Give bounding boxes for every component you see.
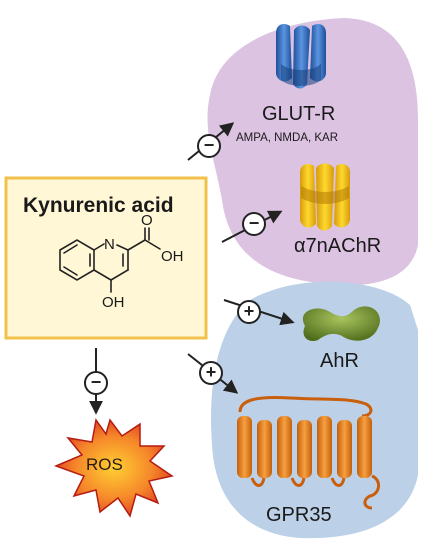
ros-inhibition-sign: −: [84, 371, 108, 395]
ahr-label: AhR: [320, 350, 359, 372]
ros-burst-icon: [53, 418, 174, 518]
gpr35-receptor-icon: [237, 396, 380, 510]
nicotinic-receptor-icon: [300, 163, 350, 231]
glut-r-inhibition-sign: −: [197, 134, 221, 158]
kynurenic-acid-structure: [59, 227, 161, 293]
a7nachr-label: α7nAChR: [294, 235, 382, 257]
atom-oh-acid: OH: [161, 248, 184, 265]
gpr35-label: GPR35: [266, 504, 332, 526]
atom-o: O: [141, 212, 153, 229]
a7nachr-inhibition-sign: −: [242, 212, 266, 236]
atom-n: N: [104, 236, 115, 253]
atom-oh-ring: OH: [102, 294, 125, 311]
ahr-protein-icon: [302, 306, 380, 342]
glut-r-subtypes: AMPA, NMDA, KAR: [236, 132, 339, 144]
glut-r-label: GLUT-R: [262, 103, 336, 125]
ros-label: ROS: [86, 455, 123, 474]
compound-title: Kynurenic acid: [23, 194, 174, 217]
gpr35-activation-sign: +: [199, 361, 223, 385]
compound-box: [4, 176, 208, 340]
glut-receptor-icon: [276, 24, 326, 89]
ahr-activation-sign: +: [237, 300, 261, 324]
